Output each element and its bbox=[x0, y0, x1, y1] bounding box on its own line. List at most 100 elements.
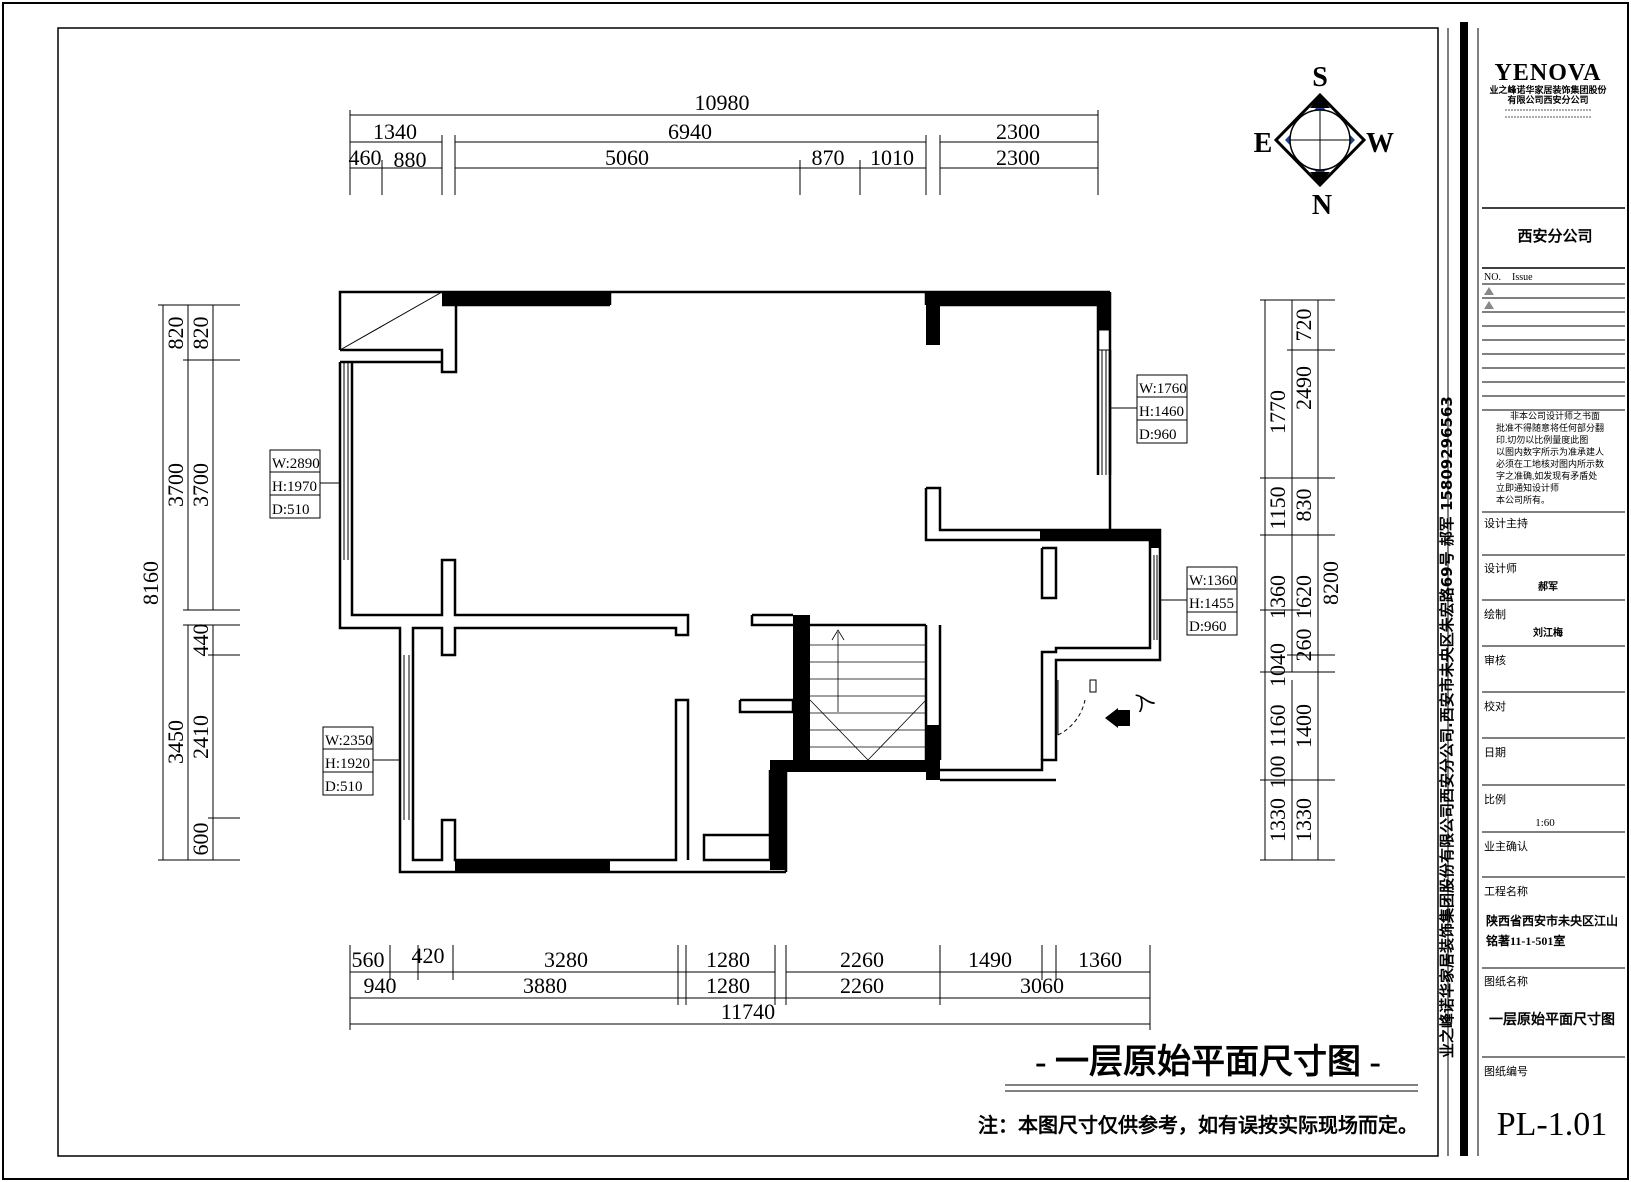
dim-bot-b1: 940 bbox=[364, 973, 397, 998]
disclaimer-line-8: 本公司所有。 bbox=[1496, 494, 1550, 505]
entry-label: 入 bbox=[1130, 687, 1158, 716]
designer-label: 设计师 bbox=[1484, 562, 1517, 575]
dim-left-a3: 3450 bbox=[163, 720, 188, 764]
dim-top-b: 6940 bbox=[668, 119, 712, 144]
vertical-company-info: 业之峰诺华家居装饰集团股份有限公司西安分公司.西安市未央区朱宏路69号 郝军 1… bbox=[1438, 396, 1456, 1058]
dim-top-c: 2300 bbox=[996, 119, 1040, 144]
project-name-1: 陕西省西安市未央区江山 bbox=[1486, 913, 1618, 928]
branch-name: 西安分公司 bbox=[1517, 227, 1592, 245]
window-spec-w4: W:1360 H:1455 D:960 bbox=[1160, 566, 1238, 636]
dim-right-b6: 1400 bbox=[1291, 704, 1316, 748]
dim-right-a2: 1150 bbox=[1265, 486, 1290, 529]
note: 注：本图尺寸仅供参考，如有误按实际现场而定。 bbox=[978, 1113, 1418, 1137]
dim-bot-b4: 2260 bbox=[840, 973, 884, 998]
dim-left-total: 8160 bbox=[138, 561, 163, 605]
drawing-title: - 一层原始平面尺寸图 - bbox=[1035, 1043, 1381, 1081]
dim-top-d4: 870 bbox=[812, 145, 845, 170]
dim-bot-a3: 3280 bbox=[544, 947, 588, 972]
title-block: YENOVA 业之峰诺华家居装饰集团股份 有限公司西安分公司 西安分公司 NO.… bbox=[1477, 28, 1625, 1156]
dim-bot-a1: 560 bbox=[352, 947, 385, 972]
entry-arrow-icon bbox=[1105, 708, 1130, 728]
disclaimer-line-6: 字之准确,如发现有矛盾处 bbox=[1496, 470, 1597, 481]
dim-left-b4: 2410 bbox=[188, 715, 213, 759]
bottom-dimensions bbox=[349, 945, 1151, 1030]
disclaimer-line-2: 批准不得随意将任何部分翻 bbox=[1496, 422, 1604, 433]
dim-right-b1: 720 bbox=[1291, 309, 1316, 342]
dim-bot-a2: 420 bbox=[412, 943, 445, 968]
window-spec-w2: W:2350 H:1920 D:510 bbox=[322, 726, 400, 796]
dim-top-d3: 5060 bbox=[605, 145, 649, 170]
dim-top-d1: 460 bbox=[349, 145, 382, 170]
w1-width: W:2890 bbox=[272, 456, 320, 472]
date-label: 日期 bbox=[1484, 746, 1506, 759]
compass-s: S bbox=[1312, 62, 1328, 93]
sheet-name: 一层原始平面尺寸图 bbox=[1489, 1011, 1615, 1028]
dim-bot-b3: 1280 bbox=[706, 973, 750, 998]
review-label: 审核 bbox=[1484, 653, 1506, 667]
brand-logo: YENOVA bbox=[1495, 60, 1602, 86]
staircase bbox=[809, 629, 927, 761]
compass-w: W bbox=[1366, 128, 1394, 159]
left-dimensions bbox=[158, 304, 240, 861]
dim-right-a1: 1770 bbox=[1265, 390, 1290, 434]
dim-left-a2: 3700 bbox=[163, 463, 188, 507]
dim-left-b1: 820 bbox=[188, 317, 213, 350]
sheet-no-label: 图纸编号 bbox=[1484, 1064, 1528, 1078]
window-spec-w1: W:2890 H:1970 D:510 bbox=[269, 449, 340, 519]
w4-depth: D:960 bbox=[1189, 619, 1227, 635]
dim-right-b5: 260 bbox=[1291, 629, 1316, 662]
compass: S E W N bbox=[1254, 62, 1394, 221]
scale-label: 比例 bbox=[1484, 792, 1506, 806]
sheet-name-label: 图纸名称 bbox=[1484, 974, 1528, 988]
dim-top-d2: 880 bbox=[394, 147, 427, 172]
company-name-2: 有限公司西安分公司 bbox=[1507, 94, 1588, 105]
dim-right-a6: 1040 bbox=[1265, 643, 1290, 687]
dim-left-a1: 820 bbox=[163, 317, 188, 350]
window-spec-w3: W:1760 H:1460 D:960 bbox=[1110, 374, 1188, 444]
issue-label: Issue bbox=[1512, 272, 1533, 283]
dim-right-total: 8200 bbox=[1318, 561, 1343, 605]
w3-height: H:1460 bbox=[1139, 404, 1184, 420]
dim-right-a5: 1330 bbox=[1265, 798, 1290, 842]
drafter-name: 刘江梅 bbox=[1533, 626, 1563, 639]
dim-bot-b5: 3060 bbox=[1020, 973, 1064, 998]
dim-right-b7: 1330 bbox=[1291, 798, 1316, 842]
w2-depth: D:510 bbox=[325, 779, 363, 795]
solid-walls bbox=[442, 292, 1160, 872]
floor-plan-walls bbox=[338, 290, 1162, 874]
dim-bot-b2: 3880 bbox=[523, 973, 567, 998]
w4-height: H:1455 bbox=[1189, 596, 1234, 612]
dim-bot-a6: 1490 bbox=[968, 947, 1012, 972]
compass-e: E bbox=[1254, 128, 1273, 159]
dim-bot-a4: 1280 bbox=[706, 947, 750, 972]
dim-bot-a7: 1360 bbox=[1078, 947, 1122, 972]
top-dimensions bbox=[349, 110, 1099, 195]
company-name: 业之峰诺华家居装饰集团股份 bbox=[1489, 84, 1607, 95]
w1-depth: D:510 bbox=[272, 502, 310, 518]
dim-bot-a5: 2260 bbox=[840, 947, 884, 972]
w3-width: W:1760 bbox=[1139, 381, 1187, 397]
check-label: 校对 bbox=[1484, 699, 1506, 713]
no-label: NO. bbox=[1484, 272, 1501, 283]
disclaimer-line-5: 必须在工地核对图内所示数 bbox=[1496, 458, 1604, 469]
drafter-label: 绘制 bbox=[1484, 607, 1506, 621]
disclaimer-line-7: 立即通知设计师 bbox=[1496, 482, 1559, 493]
dim-right-a7: 100 bbox=[1265, 756, 1290, 789]
project-name-2: 铭著11-1-501室 bbox=[1486, 933, 1565, 948]
dim-right-b3: 830 bbox=[1291, 489, 1316, 522]
disclaimer-line-1: 非本公司设计师之书面 bbox=[1510, 410, 1600, 421]
disclaimer-line-3: 印.切勿以比例量度此图 bbox=[1496, 434, 1588, 445]
dim-left-b2: 3700 bbox=[188, 463, 213, 507]
dim-right-a3: 1360 bbox=[1265, 575, 1290, 619]
dim-right-a4: 1160 bbox=[1265, 704, 1290, 747]
dim-top-d5: 1010 bbox=[870, 145, 914, 170]
dim-left-b3: 440 bbox=[188, 624, 213, 657]
sheet-number: PL-1.01 bbox=[1497, 1106, 1608, 1143]
disclaimer-line-4: 以图内数字所示为准承建人 bbox=[1496, 446, 1604, 457]
w3-depth: D:960 bbox=[1139, 427, 1177, 443]
w2-width: W:2350 bbox=[325, 733, 373, 749]
dim-right-b2: 2490 bbox=[1291, 366, 1316, 410]
scale-value: 1:60 bbox=[1535, 817, 1555, 829]
designer-name: 郝军 bbox=[1538, 580, 1558, 593]
